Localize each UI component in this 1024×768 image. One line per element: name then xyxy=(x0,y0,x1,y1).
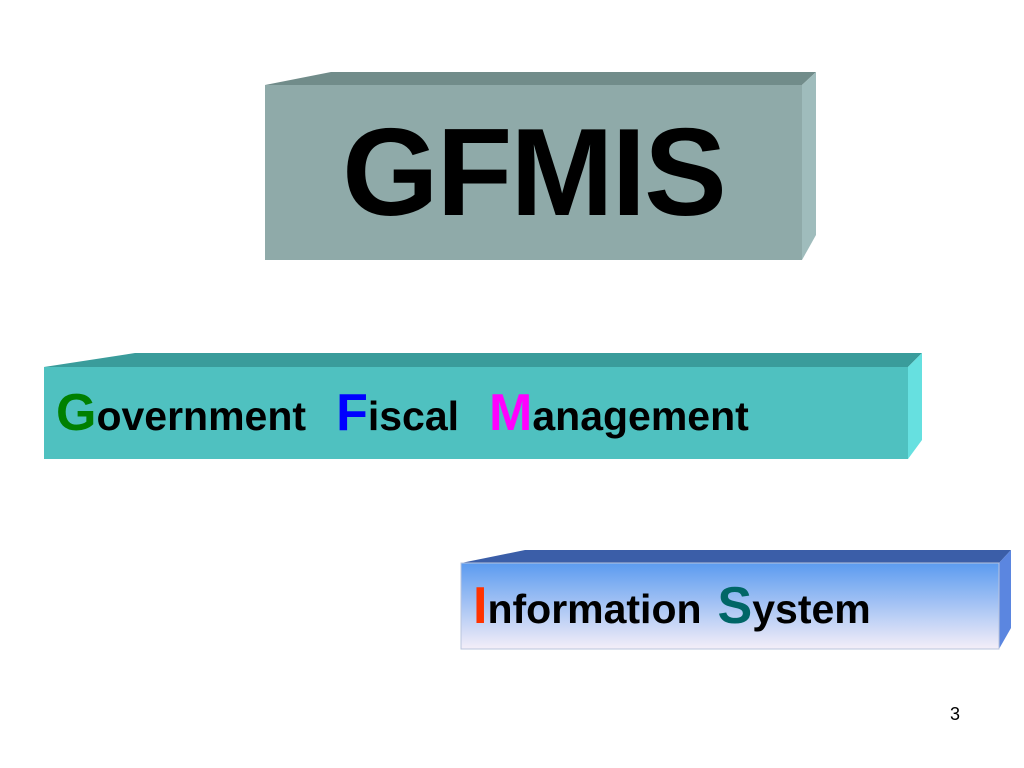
gfm-box-top-face xyxy=(44,353,922,367)
title-box-top-face xyxy=(265,72,816,85)
is-box-top-face xyxy=(461,550,1011,563)
is-box-front-face xyxy=(460,562,1000,650)
rest-fiscal: iscal xyxy=(367,393,460,439)
initial-f: F xyxy=(336,384,368,442)
is-line: Information System xyxy=(461,563,999,649)
rest-management: anagement xyxy=(532,393,749,439)
title-box-side-face xyxy=(802,72,816,260)
word-fiscal: Fiscal xyxy=(336,383,459,443)
slide-title: GFMIS xyxy=(342,103,727,242)
rest-information: nformation xyxy=(487,586,702,632)
word-information: Information xyxy=(473,576,702,636)
word-system: System xyxy=(718,576,871,636)
gfm-box-front-face xyxy=(44,367,908,459)
initial-i: I xyxy=(473,577,488,635)
gfm-box-side-face xyxy=(908,353,922,459)
title-box-front-face xyxy=(265,85,802,260)
gfm-line: Government Fiscal Management xyxy=(44,367,908,459)
initial-m: M xyxy=(489,384,533,442)
initial-s: S xyxy=(717,577,753,635)
word-government: Government xyxy=(56,383,306,443)
rest-system: ystem xyxy=(752,586,871,632)
word-management: Management xyxy=(489,383,749,443)
page-number: 3 xyxy=(949,704,960,724)
is-box-side-face xyxy=(999,550,1011,649)
rest-government: overnment xyxy=(96,393,307,439)
initial-g: G xyxy=(56,384,97,442)
